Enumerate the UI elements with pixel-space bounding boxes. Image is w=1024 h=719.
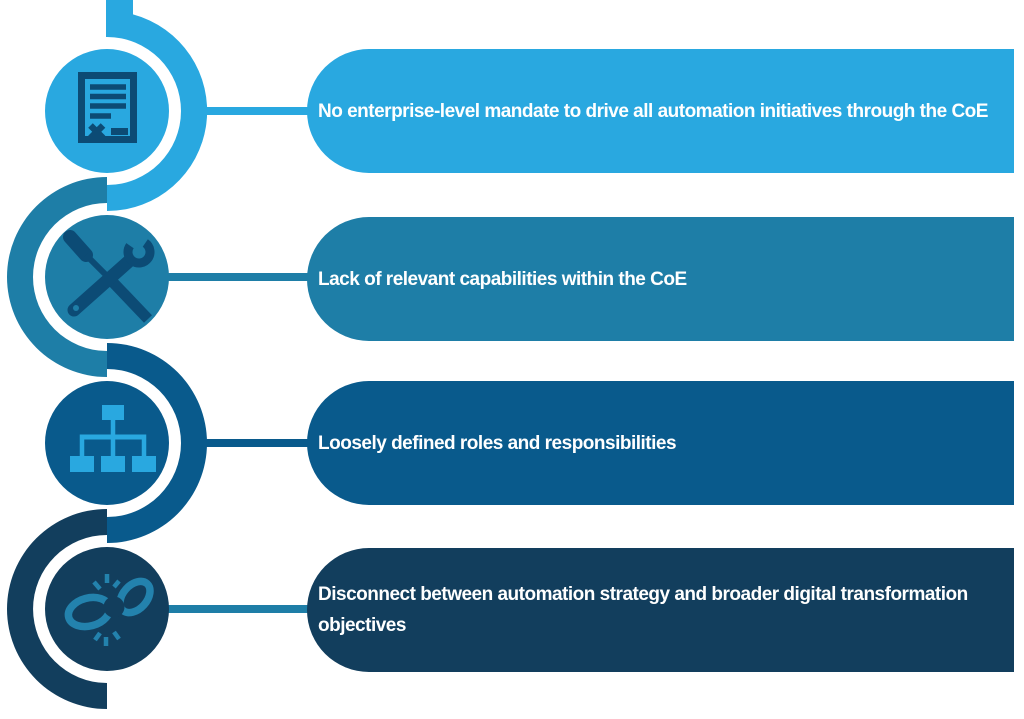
ribbon-segment-2 [7, 177, 107, 377]
item-label-2: Lack of relevant capabilities within the… [318, 268, 687, 290]
tools-icon [63, 230, 155, 323]
connector-line-4 [168, 605, 350, 613]
item-label-4: Disconnect between automation strategy a… [318, 584, 968, 636]
ribbon-segment-3 [107, 343, 207, 543]
link-break-gap [103, 596, 125, 618]
ribbon-segment-4 [7, 509, 107, 709]
icon-circle-1 [45, 49, 169, 173]
ribbon-segment-1 [106, 0, 208, 212]
item-label-1: No enterprise-level mandate to drive all… [318, 100, 988, 122]
item-bar-3: Loosely defined roles and responsibiliti… [307, 381, 1014, 505]
item-bar-2: Lack of relevant capabilities within the… [307, 217, 1014, 341]
connector-line-1 [200, 107, 350, 115]
org-chart-icon [70, 405, 156, 472]
item-label-3: Loosely defined roles and responsibiliti… [318, 432, 677, 454]
document-x-icon [78, 72, 137, 143]
item-bar-4: Disconnect between automation strategy a… [307, 548, 1014, 672]
icon-circle-3 [45, 381, 169, 505]
item-bar-1: No enterprise-level mandate to drive all… [307, 49, 1014, 173]
connector-line-2 [168, 273, 350, 281]
wrench-handle-hole [73, 305, 79, 311]
connector-line-3 [200, 439, 350, 447]
broken-link-icon [64, 574, 154, 646]
